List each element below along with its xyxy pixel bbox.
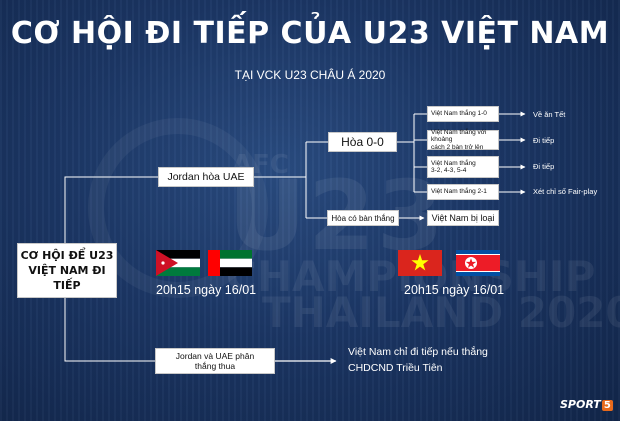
jordan-flag-icon (156, 250, 200, 276)
leaf-label: Việt Nam thắng 1-0 (431, 110, 487, 118)
logo-number: 5 (601, 400, 613, 411)
root-line-2: VIỆT NAM ĐI TIẾP (28, 264, 106, 292)
node-label: thắng thua (194, 361, 236, 371)
uae-flag-icon (208, 250, 252, 276)
outcome-advance: Đi tiếp (533, 162, 555, 171)
page-subtitle: TẠI VCK U23 CHÂU Á 2020 (234, 68, 386, 82)
leaf-label: cách 2 bàn trở lên (431, 143, 484, 151)
leaf-vn-win-2-1: Việt Nam thắng 2-1 (427, 184, 499, 200)
node-scoring-draw: Hòa có bàn thắng (327, 210, 399, 226)
node-vietnam-eliminated: Việt Nam bị loại (427, 210, 499, 226)
leaf-vn-win-1-0: Việt Nam thắng 1-0 (427, 106, 499, 122)
final-note: Việt Nam chỉ đi tiếp nếu thắng CHDCND Tr… (348, 344, 488, 376)
note-line-1: Việt Nam chỉ đi tiếp nếu thắng (348, 346, 488, 358)
logo-text: SPORT (560, 398, 601, 411)
leaf-label: 3-2, 4-3, 5-4 (431, 167, 467, 174)
watermark-thailand: THAILAND 2020 (262, 288, 620, 337)
leaf-vn-win-by-2: Việt Nam thắng với khoảng cách 2 bàn trở… (427, 128, 499, 151)
leaf-label: Việt Nam thắng (431, 159, 476, 167)
match-time-vietnam-prk: 20h15 ngày 16/01 (404, 283, 505, 297)
leaf-label: Việt Nam thắng với khoảng (431, 128, 487, 144)
leaf-label: Việt Nam thắng 2-1 (431, 188, 487, 196)
outcome-home-for-tet: Về ăn Tết (533, 110, 566, 119)
node-jordan-draw-uae: Jordan hòa UAE (158, 167, 254, 187)
node-draw-0-0: Hòa 0-0 (328, 132, 397, 152)
match-time-jordan-uae: 20h15 ngày 16/01 (156, 283, 257, 297)
north-korea-flag-icon (456, 250, 500, 276)
node-label: Jordan và UAE phân (175, 351, 255, 361)
outcome-fair-play: Xét chỉ số Fair-play (533, 187, 598, 196)
root-line-1: CƠ HỘI ĐỂ U23 (20, 249, 114, 262)
page-title: CƠ HỘI ĐI TIẾP CỦA U23 VIỆT NAM (10, 16, 610, 51)
vietnam-flag-icon (398, 250, 442, 276)
leaf-vn-win-high-score: Việt Nam thắng 3-2, 4-3, 5-4 (427, 156, 499, 178)
outcome-advance: Đi tiếp (533, 136, 555, 145)
node-jordan-uae-decisive: Jordan và UAE phân thắng thua (155, 348, 275, 374)
note-line-2: CHDCND Triều Tiên (348, 362, 443, 374)
root-box: CƠ HỘI ĐỂ U23 VIỆT NAM ĐI TIẾP (17, 243, 117, 298)
